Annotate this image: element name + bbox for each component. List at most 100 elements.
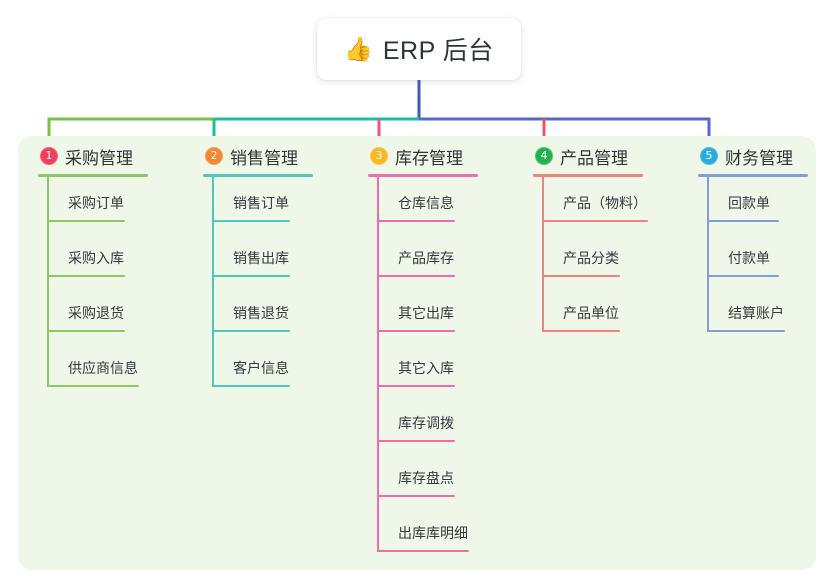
branch-header-underline: [698, 174, 808, 177]
branch-item[interactable]: 库存盘点: [368, 452, 518, 507]
branch-column-5: 5 财务管理回款单付款单结算账户: [698, 143, 839, 342]
branch-item-label: 库存盘点: [398, 470, 454, 486]
branch-trunk-line: [377, 177, 379, 552]
branch-item[interactable]: 其它入库: [368, 342, 518, 397]
branch-item-underline: [212, 385, 290, 387]
branch-item-label: 产品分类: [563, 250, 619, 266]
branch-column-4: 4 产品管理产品（物料） 产品分类产品单位: [533, 143, 688, 342]
branch-column-3: 3 库存管理仓库信息产品库存其它出库其它入库库存调拨库存盘点出库库明细: [368, 143, 518, 562]
branch-title: 采购管理: [65, 148, 133, 168]
branch-item[interactable]: 采购入库: [38, 232, 188, 287]
branch-header-4[interactable]: 4 产品管理: [533, 143, 688, 169]
branch-items: 采购订单采购入库采购退货供应商信息: [38, 177, 188, 397]
branch-item-underline: [47, 385, 139, 387]
branch-item-label: 采购订单: [68, 195, 124, 211]
branch-item[interactable]: 仓库信息: [368, 177, 518, 232]
branch-item[interactable]: 库存调拨: [368, 397, 518, 452]
branch-trunk-line: [47, 177, 49, 387]
branch-item-underline: [707, 275, 779, 277]
branch-item[interactable]: 其它出库: [368, 287, 518, 342]
branch-item-label: 其它出库: [398, 305, 454, 321]
branch-item[interactable]: 产品（物料）: [533, 177, 688, 232]
branch-items: 销售订单销售出库销售退货客户信息: [203, 177, 353, 397]
branch-item-label: 库存调拨: [398, 415, 454, 431]
branch-header-3[interactable]: 3 库存管理: [368, 143, 518, 169]
branch-item-underline: [212, 330, 290, 332]
branch-item[interactable]: 产品库存: [368, 232, 518, 287]
branch-item-underline: [377, 440, 455, 442]
branch-number-badge: 2: [205, 147, 223, 165]
branch-item-underline: [542, 275, 620, 277]
branch-title: 产品管理: [560, 148, 628, 168]
branch-header-2[interactable]: 2 销售管理: [203, 143, 353, 169]
branch-item-underline: [542, 220, 648, 222]
branch-items: 回款单付款单结算账户: [698, 177, 839, 342]
branch-item[interactable]: 产品单位: [533, 287, 688, 342]
branch-item[interactable]: 产品分类: [533, 232, 688, 287]
branch-item[interactable]: 销售出库: [203, 232, 353, 287]
branch-item-label: 回款单: [728, 195, 770, 211]
branch-item-label: 其它入库: [398, 360, 454, 376]
root-node[interactable]: 👍 ERP 后台: [317, 18, 521, 80]
branch-item-label: 产品（物料）: [563, 195, 647, 211]
branch-trunk-line: [542, 177, 544, 332]
branch-item-label: 产品库存: [398, 250, 454, 266]
branch-item[interactable]: 销售退货: [203, 287, 353, 342]
branch-title: 库存管理: [395, 148, 463, 168]
branch-number-badge: 3: [370, 147, 388, 165]
branch-column-2: 2 销售管理销售订单销售出库销售退货客户信息: [203, 143, 353, 397]
branch-item-underline: [707, 330, 785, 332]
branch-item-underline: [47, 275, 125, 277]
branch-number-badge: 1: [40, 147, 58, 165]
branch-header-underline: [203, 174, 313, 177]
branch-item-underline: [377, 385, 455, 387]
branches-panel: [18, 136, 816, 570]
branch-title: 销售管理: [230, 148, 298, 168]
branch-item[interactable]: 回款单: [698, 177, 839, 232]
branch-item[interactable]: 供应商信息: [38, 342, 188, 397]
branch-item-label: 销售退货: [233, 305, 289, 321]
branch-header-5[interactable]: 5 财务管理: [698, 143, 839, 169]
branch-trunk-line: [707, 177, 709, 332]
branch-item-label: 仓库信息: [398, 195, 454, 211]
branch-item-underline: [377, 330, 455, 332]
branch-title: 财务管理: [725, 148, 793, 168]
branch-item-label: 客户信息: [233, 360, 289, 376]
branch-item-underline: [47, 220, 125, 222]
branch-item-label: 出库库明细: [398, 525, 468, 541]
branch-item-underline: [47, 330, 125, 332]
branch-item[interactable]: 采购订单: [38, 177, 188, 232]
branch-item-underline: [212, 220, 290, 222]
branch-item-underline: [212, 275, 290, 277]
branch-item[interactable]: 客户信息: [203, 342, 353, 397]
branch-item-underline: [377, 220, 455, 222]
root-title: ERP 后台: [382, 37, 494, 65]
branch-items: 仓库信息产品库存其它出库其它入库库存调拨库存盘点出库库明细: [368, 177, 518, 562]
branch-item-underline: [707, 220, 779, 222]
branch-item-underline: [377, 495, 455, 497]
thumbs-up-icon: 👍: [344, 35, 373, 62]
branch-item-label: 结算账户: [728, 305, 784, 321]
branch-item[interactable]: 采购退货: [38, 287, 188, 342]
branch-items: 产品（物料） 产品分类产品单位: [533, 177, 688, 342]
branch-header-1[interactable]: 1 采购管理: [38, 143, 188, 169]
branch-number-badge: 5: [700, 147, 718, 165]
branch-header-underline: [38, 174, 148, 177]
branch-item-underline: [542, 330, 620, 332]
branch-item[interactable]: 出库库明细: [368, 507, 518, 562]
branch-item[interactable]: 结算账户: [698, 287, 839, 342]
branch-item-label: 产品单位: [563, 305, 619, 321]
branch-header-underline: [533, 174, 643, 177]
branch-item-underline: [377, 550, 469, 552]
branch-item-underline: [377, 275, 455, 277]
branch-header-underline: [368, 174, 478, 177]
branch-item[interactable]: 付款单: [698, 232, 839, 287]
branch-item-label: 采购退货: [68, 305, 124, 321]
branch-item-label: 供应商信息: [68, 360, 138, 376]
branch-item-label: 销售订单: [233, 195, 289, 211]
branch-column-1: 1 采购管理采购订单采购入库采购退货供应商信息: [38, 143, 188, 397]
branch-item-label: 销售出库: [233, 250, 289, 266]
branch-item[interactable]: 销售订单: [203, 177, 353, 232]
branch-number-badge: 4: [535, 147, 553, 165]
